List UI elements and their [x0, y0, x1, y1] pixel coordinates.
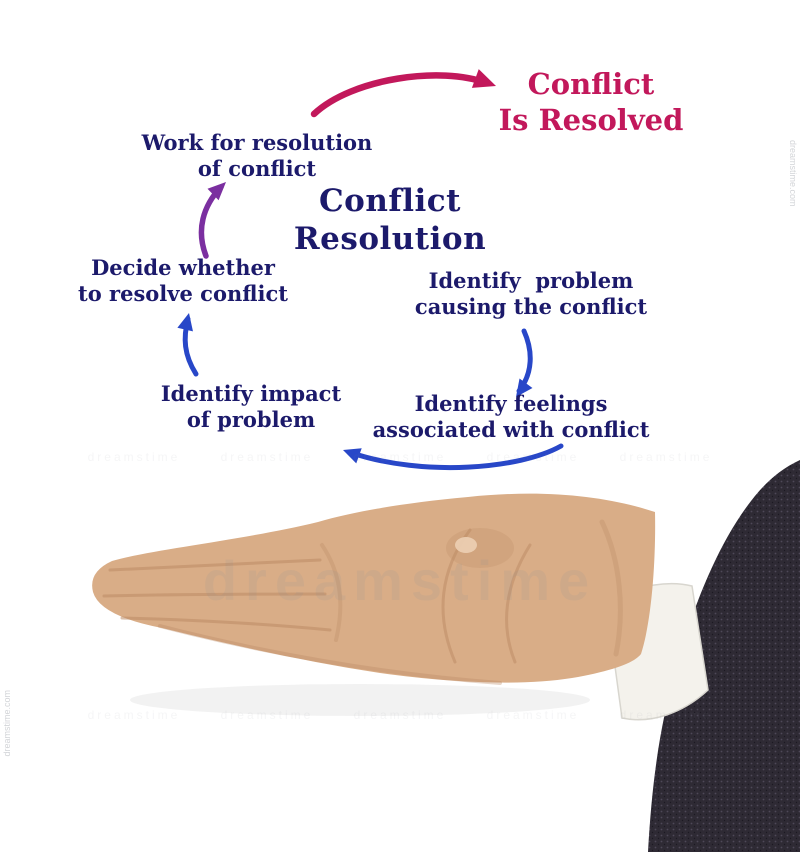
- node-identify-problem: Identify problem causing the conflict: [381, 268, 681, 320]
- node-line: Identify impact: [160, 381, 342, 406]
- arrow-work-to-resolved: [310, 69, 496, 118]
- finger-separation-line: [102, 592, 327, 598]
- arrow-problem-to-feelings: [516, 328, 533, 397]
- open-hand: [92, 493, 656, 683]
- wrist-shading: [599, 519, 623, 657]
- suit-sleeve: [648, 460, 800, 852]
- cycle-arrows: [177, 69, 564, 471]
- arrowhead-icon: [177, 313, 193, 332]
- node-line: Work for resolution: [141, 130, 373, 155]
- node-line: Conflict: [527, 67, 655, 101]
- node-line: Is Resolved: [498, 103, 684, 137]
- fingernail: [455, 537, 477, 553]
- node-line: Identify problem: [428, 268, 634, 293]
- hand-shadow: [130, 684, 590, 716]
- node-line: of problem: [186, 407, 316, 432]
- node-line: Identify feelings: [414, 391, 608, 416]
- finger-separation-line: [120, 616, 332, 632]
- hand-bottom-shading: [158, 624, 502, 685]
- node-identify-impact: Identify impact of problem: [111, 381, 391, 433]
- knuckle-crease: [320, 543, 343, 642]
- arrow-work-to-resolved-shaft: [310, 72, 490, 118]
- arrow-decide-to-work: [198, 182, 226, 259]
- finger-separation-line: [108, 558, 322, 572]
- node-line: associated with conflict: [372, 417, 650, 442]
- diagram-title-line1: Conflict: [319, 183, 461, 219]
- node-line: causing the conflict: [414, 294, 648, 319]
- node-line: to resolve conflict: [78, 281, 288, 306]
- arrowhead-icon: [207, 182, 226, 201]
- arrow-feelings-to-impact: [343, 443, 564, 471]
- node-conflict-is-resolved: Conflict Is Resolved: [461, 66, 721, 138]
- node-identify-feelings: Identify feelings associated with confli…: [351, 391, 671, 443]
- arrowhead-icon: [516, 378, 533, 397]
- node-work-for-resolution: Work for resolution of conflict: [117, 130, 397, 182]
- arrow-impact-to-decide: [177, 313, 199, 377]
- node-line: Decide whether: [91, 255, 275, 280]
- diagram-title-line2: Resolution: [293, 221, 487, 257]
- arrow-feelings-to-impact-shaft: [349, 443, 564, 471]
- palm-crease: [505, 543, 532, 664]
- node-decide-whether: Decide whether to resolve conflict: [33, 255, 333, 307]
- node-line: of conflict: [197, 156, 317, 181]
- arrowhead-icon: [471, 69, 496, 88]
- diagram-title: Conflict Resolution: [240, 182, 540, 258]
- arrowhead-icon: [343, 448, 362, 464]
